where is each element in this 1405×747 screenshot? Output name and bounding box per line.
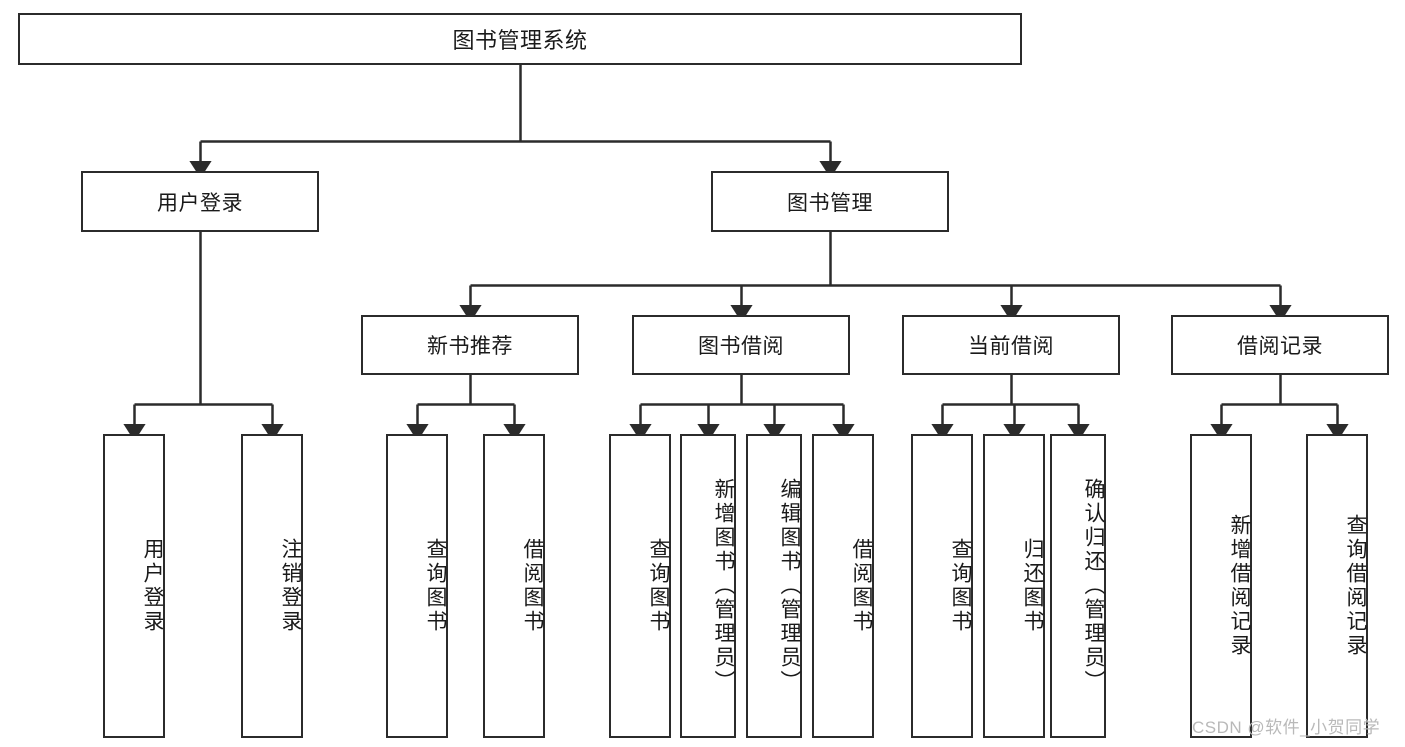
node-leaf-query2[interactable]: 查询图书 (609, 434, 671, 738)
node-leaf-queryrec[interactable]: 查询借阅记录 (1306, 434, 1368, 738)
node-label: 图书借阅 (698, 335, 784, 358)
node-leaf-query1[interactable]: 查询图书 (386, 434, 448, 738)
node-leaf-add[interactable]: 新增图书（管理员） (680, 434, 736, 738)
node-label: 用户登录 (157, 191, 243, 215)
node-label: 注销登录 (279, 538, 302, 634)
node-label: 查询图书 (647, 538, 670, 634)
node-leaf-borrow1[interactable]: 借阅图书 (483, 434, 545, 738)
node-leaf-borrow2[interactable]: 借阅图书 (812, 434, 874, 738)
node-label: 查询图书 (424, 538, 447, 634)
node-label: 图书管理系统 (452, 28, 588, 53)
node-label: 归还图书 (1021, 538, 1044, 634)
node-label: 用户登录 (141, 538, 164, 634)
node-label: 新增图书（管理员） (712, 478, 735, 694)
node-leaf-login[interactable]: 用户登录 (103, 434, 165, 738)
node-leaf-logout[interactable]: 注销登录 (241, 434, 303, 738)
node-newbook[interactable]: 新书推荐 (361, 315, 579, 375)
node-leaf-confirm[interactable]: 确认归还（管理员） (1050, 434, 1106, 738)
node-label: 查询图书 (949, 538, 972, 634)
node-label: 图书管理 (787, 191, 873, 215)
node-login[interactable]: 用户登录 (81, 171, 319, 232)
node-label: 借阅图书 (521, 538, 544, 634)
node-borrow[interactable]: 图书借阅 (632, 315, 850, 375)
node-leaf-return[interactable]: 归还图书 (983, 434, 1045, 738)
node-label: 查询借阅记录 (1344, 514, 1367, 658)
node-label: 确认归还（管理员） (1082, 478, 1105, 694)
node-label: 借阅图书 (850, 538, 873, 634)
node-label: 新增借阅记录 (1228, 514, 1251, 658)
node-label: 编辑图书（管理员） (778, 478, 801, 694)
node-leaf-query3[interactable]: 查询图书 (911, 434, 973, 738)
node-label: 借阅记录 (1237, 335, 1323, 358)
node-root[interactable]: 图书管理系统 (18, 13, 1022, 65)
node-label: 当前借阅 (968, 335, 1054, 358)
node-leaf-addrec[interactable]: 新增借阅记录 (1190, 434, 1252, 738)
node-leaf-edit[interactable]: 编辑图书（管理员） (746, 434, 802, 738)
node-bookmgmt[interactable]: 图书管理 (711, 171, 949, 232)
node-records[interactable]: 借阅记录 (1171, 315, 1389, 375)
node-label: 新书推荐 (427, 335, 513, 358)
csdn-watermark: CSDN @软件_小贺同学 (1192, 718, 1381, 737)
node-current[interactable]: 当前借阅 (902, 315, 1120, 375)
